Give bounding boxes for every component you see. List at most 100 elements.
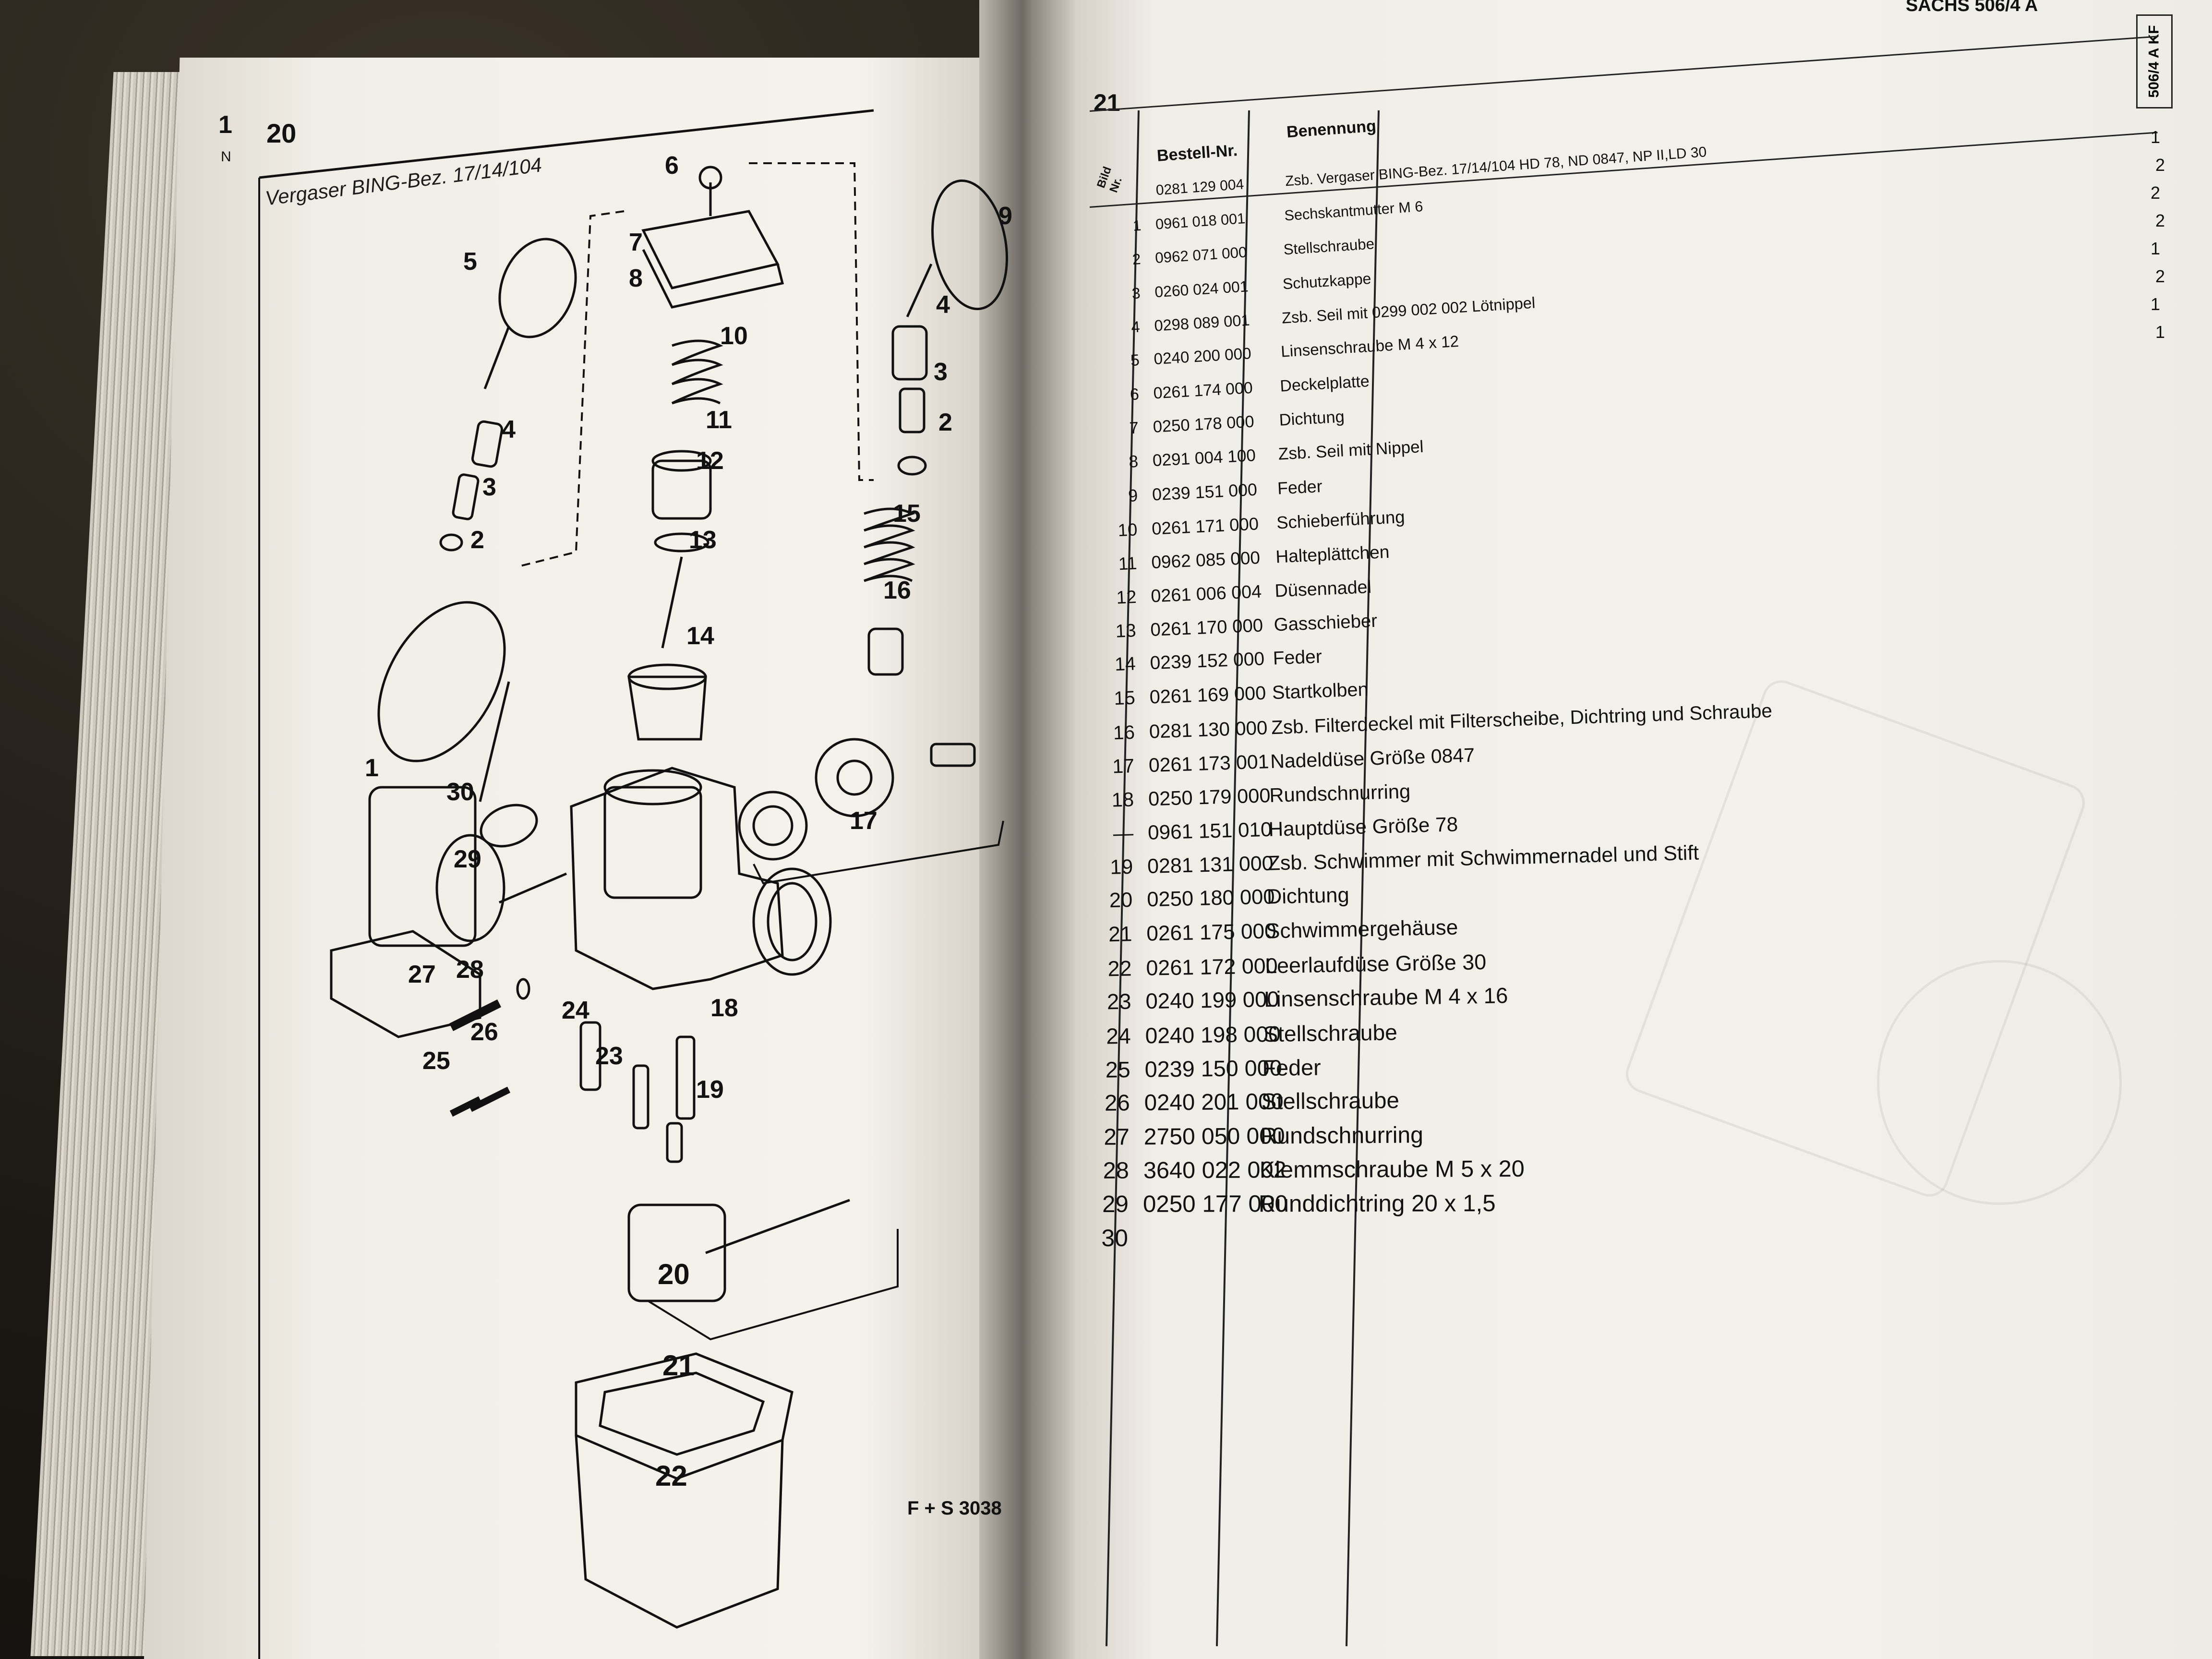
cell-name: Deckelplatte [1279, 372, 1370, 396]
cell-bild: 15 [1113, 687, 1136, 709]
show-through-circle [1877, 960, 2122, 1205]
cell-bild: 11 [1118, 553, 1138, 574]
cell-name: Zsb. Vergaser BING-Bez. 17/14/104 HD 78,… [1285, 144, 1707, 190]
cell-nr: 0239 150 000 [1144, 1055, 1283, 1082]
cell-nr: 0281 129 004 [1155, 176, 1245, 199]
cell-name: Nadeldüse Größe 0847 [1270, 744, 1475, 772]
cell-bild: 27 [1104, 1124, 1130, 1150]
left-corner-fragment-2: N [221, 149, 231, 165]
callout-4: 4 [936, 291, 950, 319]
cell-bild: 5 [1130, 351, 1140, 370]
margin-number: 2 [2155, 155, 2165, 175]
cell-nr: 0961 018 001 [1155, 210, 1246, 233]
cell-nr: 0260 024 001 [1154, 277, 1249, 301]
cell-name: Feder [1273, 646, 1322, 669]
table-row: 7 0250 178 000 Dichtung [1089, 408, 1345, 460]
callout-17: 17 [850, 807, 878, 835]
callout-28: 28 [456, 956, 484, 984]
cell-nr: 0240 198 000 [1145, 1021, 1281, 1048]
cell-name: Leerlaufdüse Größe 30 [1264, 949, 1487, 978]
cell-nr: 0261 175 000 [1146, 919, 1277, 946]
cell-name: Dichtung [1266, 884, 1350, 909]
book-gutter [979, 0, 1075, 1659]
cell-name: Düsennadel [1274, 577, 1372, 601]
callout-12: 12 [696, 447, 724, 475]
cell-name: Zsb. Schwimmer mit Schwimmernadel und St… [1267, 841, 1699, 875]
cell-name: Stellschraube [1283, 235, 1375, 258]
callout-24: 24 [562, 997, 589, 1024]
cell-name: Rundschnurring [1260, 1122, 1424, 1149]
cell-name: Schwimmergehäuse [1265, 915, 1458, 943]
callout-3-small: 3 [482, 473, 496, 501]
margin-number: 1 [2151, 294, 2161, 314]
right-page-paper [1061, 0, 2212, 1659]
col-head-bild: Bild Nr. [1094, 165, 1125, 194]
cell-name: Zsb. Seil mit 0299 002 002 Lötnippel [1281, 294, 1536, 327]
cell-bild: — [1113, 821, 1134, 845]
cell-nr: 0261 170 000 [1150, 615, 1263, 640]
table-header-rule [1089, 132, 2158, 208]
cell-nr: 0250 178 000 [1152, 412, 1255, 436]
cell-name: Linsenschraube M 4 x 16 [1263, 983, 1508, 1012]
cell-name: Zsb. Filterdeckel mit Filterscheibe, Dic… [1271, 699, 1773, 739]
left-page-paper [144, 58, 1037, 1659]
callout-21: 21 [662, 1349, 695, 1382]
cell-bild: 1 [1132, 217, 1142, 234]
callout-23: 23 [595, 1042, 623, 1070]
cell-nr: 0250 179 000 [1148, 784, 1271, 810]
cell-nr: 0298 089 001 [1154, 311, 1250, 335]
cell-nr: 0239 152 000 [1149, 649, 1265, 674]
cell-name: Hauptdüse Größe 78 [1268, 813, 1458, 841]
cell-name: Rundschnurring [1269, 780, 1411, 807]
callout-1: 1 [365, 754, 379, 782]
cell-name: Zsb. Seil mit Nippel [1277, 437, 1424, 464]
cell-nr: 0261 169 000 [1149, 682, 1266, 708]
cell-bild: 23 [1106, 989, 1131, 1014]
cell-bild: 2 [1131, 251, 1142, 268]
col-head-benennung: Benennung [1286, 117, 1377, 142]
cell-name: Halteplättchen [1275, 541, 1390, 567]
cell-name: Schieberführung [1276, 506, 1406, 533]
parts-table: Bild Nr. Bestell-Nr. Benennung 0281 129 … [1088, 36, 2184, 1656]
cell-bild: 20 [1109, 889, 1133, 913]
cell-bild: 29 [1102, 1191, 1129, 1218]
cell-bild: 14 [1114, 653, 1136, 675]
callout-18: 18 [710, 994, 738, 1022]
table-row: 2 0962 071 000 Stellschraube [1088, 236, 1375, 292]
cell-bild: 9 [1128, 486, 1139, 506]
callout-7: 7 [629, 228, 643, 256]
carburetor-exploded-diagram [258, 109, 1008, 1659]
cell-name: Schutzkappe [1282, 270, 1372, 293]
cell-name: Dichtung [1278, 408, 1345, 430]
callout-4-small: 4 [502, 416, 516, 444]
callout-13: 13 [689, 526, 717, 554]
cell-name: Startkolben [1272, 679, 1369, 704]
cell-bild: 18 [1111, 788, 1134, 811]
cell-name: Runddichtring 20 x 1,5 [1258, 1190, 1496, 1217]
cell-name: Gasschieber [1273, 610, 1378, 636]
cell-nr: 0962 071 000 [1154, 243, 1248, 267]
cell-name: Stellschraube [1261, 1088, 1400, 1115]
cell-bild: 25 [1105, 1057, 1130, 1082]
cell-nr: 0961 151 010 [1147, 817, 1273, 844]
callout-26: 26 [470, 1018, 498, 1046]
cell-name: Feder [1277, 477, 1323, 498]
cell-bild: 7 [1129, 419, 1139, 438]
cell-bild: 21 [1108, 922, 1132, 947]
cell-bild: 6 [1129, 385, 1140, 404]
right-page: SACHS 506/4 A 21 506/4 A KF Bild Nr. Bes… [1061, 0, 2212, 1659]
